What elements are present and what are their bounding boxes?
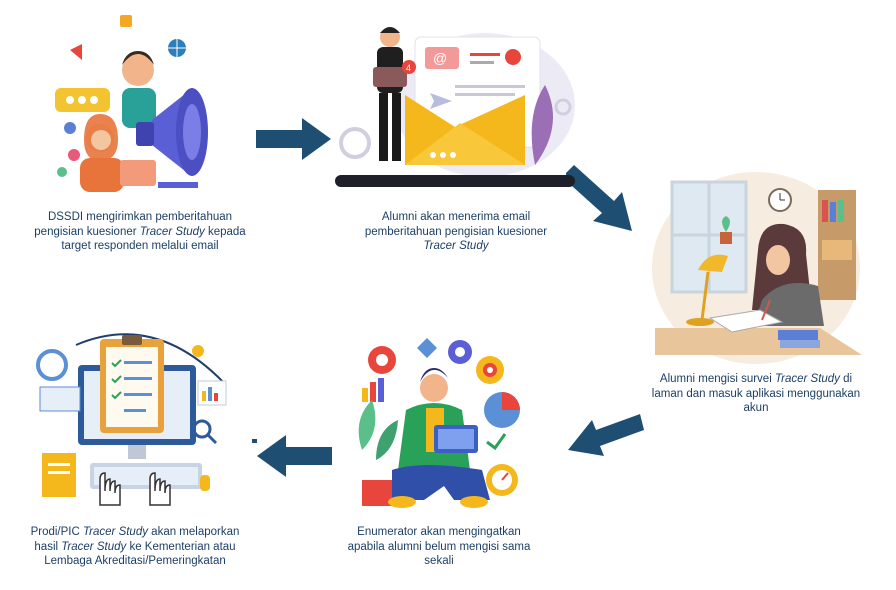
step-5-caption: Prodi/PIC Tracer Study akan melaporkan h…: [30, 526, 240, 567]
step-4-caption: Enumerator akan mengingatkan apabila alu…: [347, 526, 531, 567]
flow-arrow-3-to-4: [568, 414, 644, 456]
step-2-caption-em: Tracer Study: [423, 240, 489, 252]
step-3-caption-em: Tracer Study: [774, 373, 840, 385]
step-3-caption: Alumni mengisi survei Tracer Study di la…: [651, 373, 861, 414]
step-5-caption-em-2: Tracer Study: [61, 540, 127, 553]
step-5-caption-em-1: Tracer Study: [83, 526, 148, 538]
step-1-caption: DSSDI mengirimkan pemberitahuan pengisia…: [34, 211, 246, 252]
step-4-illustration: [342, 330, 532, 520]
flow-arrow-1-to-2: [256, 118, 331, 160]
step-1-caption-em: Tracer Study: [139, 225, 205, 238]
svg-text:@: @: [433, 50, 447, 66]
flow-arrow-2-to-3: [566, 165, 632, 231]
flow-arrow-4-to-5: [257, 435, 332, 477]
step-1-illustration: [40, 10, 240, 200]
step-5-illustration: [30, 325, 235, 520]
step-2-illustration: @ 4: [335, 15, 575, 190]
step-2-caption: Alumni akan menerima email pemberitahuan…: [364, 211, 548, 252]
notification-count: 4: [406, 63, 411, 73]
step-3-illustration: [650, 160, 862, 365]
arrow-tail-dot: [252, 439, 257, 443]
